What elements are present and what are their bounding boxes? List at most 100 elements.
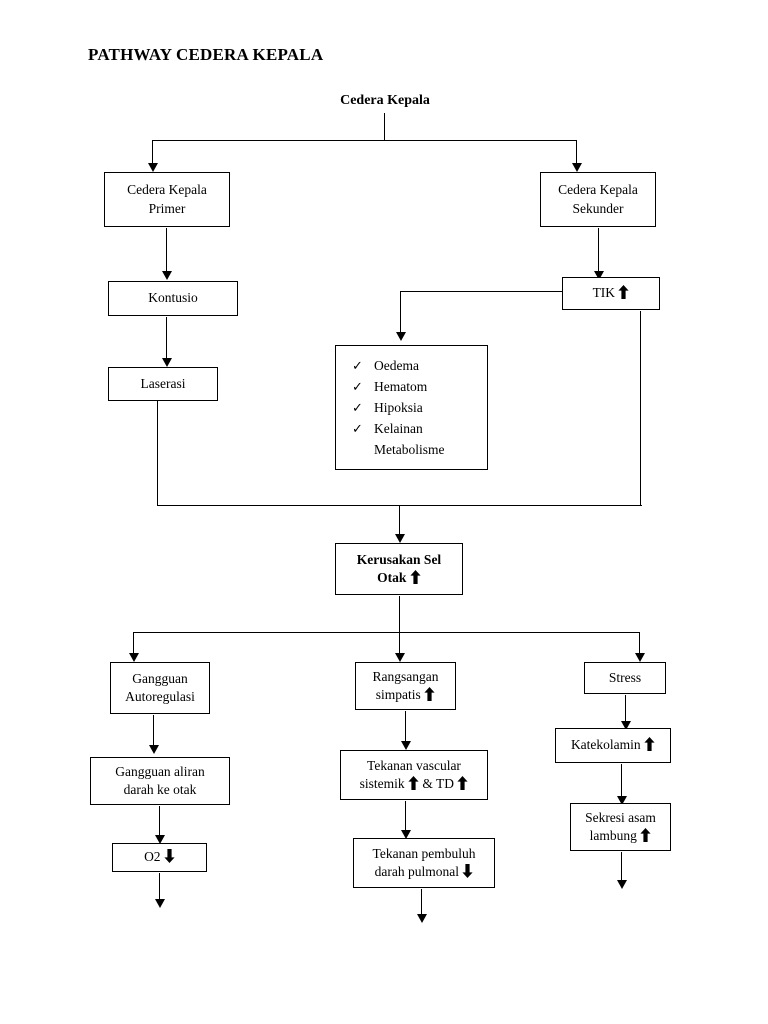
arrowhead-to-stress bbox=[634, 653, 645, 662]
node-tekanan-vascular-line2-a: sistemik bbox=[359, 776, 405, 791]
node-tekanan-pulmonal-line2: darah pulmonal bbox=[374, 864, 459, 879]
check-icon: ✓ bbox=[352, 378, 363, 394]
connector-stress-to-katekolamin bbox=[625, 695, 626, 722]
check-icon: ✓ bbox=[352, 420, 363, 436]
up-arrow-icon bbox=[421, 687, 435, 702]
connector-split-left bbox=[133, 632, 134, 654]
checklist-item-continuation: Metabolisme bbox=[352, 440, 479, 461]
up-arrow-icon bbox=[405, 776, 419, 791]
connector-autoregulasi-to-aliran bbox=[153, 715, 154, 746]
checklist-item: ✓ Hematom bbox=[352, 377, 479, 398]
connector-root-right bbox=[576, 140, 577, 164]
connector-merge-down bbox=[399, 505, 400, 535]
connector-kerusakan-stem bbox=[399, 596, 400, 632]
connector-primer-kontusio bbox=[166, 228, 167, 272]
checklist-item: ✓ Oedema bbox=[352, 356, 479, 377]
up-arrow-icon bbox=[454, 776, 468, 791]
page-title: PATHWAY CEDERA KEPALA bbox=[88, 45, 324, 64]
checklist-item: ✓ Kelainan bbox=[352, 419, 479, 440]
up-arrow-icon bbox=[637, 828, 651, 843]
node-stress[interactable]: Stress bbox=[584, 662, 666, 694]
arrowhead-to-kerusakan-sel-otak bbox=[394, 534, 405, 543]
arrowhead-o2-dangling bbox=[154, 899, 165, 908]
node-gangguan-autoregulasi-line1: Gangguan bbox=[132, 670, 188, 686]
up-arrow-icon bbox=[615, 284, 630, 302]
node-kerusakan-sel-otak-line1: Kerusakan Sel bbox=[356, 551, 442, 567]
connector-tik-to-checklist-v bbox=[400, 291, 401, 333]
root-node-label: Cedera Kepala bbox=[340, 93, 430, 108]
arrowhead-to-rangsangan-simpatis bbox=[394, 653, 405, 662]
connector-katekolamin-to-sekresi bbox=[621, 764, 622, 797]
up-arrow-icon bbox=[641, 736, 655, 754]
node-gangguan-autoregulasi-line2: Autoregulasi bbox=[125, 689, 195, 704]
connector-o2-dangling bbox=[159, 873, 160, 900]
arrowhead-to-katekolamin bbox=[620, 721, 631, 730]
checklist-item-continuation-label: Metabolisme bbox=[374, 441, 445, 457]
node-stress-label: Stress bbox=[608, 669, 642, 685]
node-tekanan-vascular-line1: Tekanan vascular bbox=[367, 757, 461, 773]
node-sekresi-line1: Sekresi asam bbox=[585, 809, 656, 825]
connector-sekresi-dangling bbox=[621, 852, 622, 881]
node-katekolamin[interactable]: Katekolamin bbox=[555, 728, 671, 763]
arrowhead-pulmonal-dangling bbox=[416, 914, 427, 923]
node-tekanan-pembuluh-darah-pulmonal[interactable]: Tekanan pembuluh darah pulmonal bbox=[353, 838, 495, 888]
connector-tik-right-down bbox=[640, 311, 641, 505]
node-laserasi[interactable]: Laserasi bbox=[108, 367, 218, 401]
connector-split-right bbox=[639, 632, 640, 654]
node-tekanan-vascular-sistemik[interactable]: Tekanan vascular sistemik & TD bbox=[340, 750, 488, 800]
connector-aliran-to-o2 bbox=[159, 806, 160, 836]
checklist-box[interactable]: ✓ Oedema ✓ Hematom ✓ Hipoksia ✓ Kelainan… bbox=[335, 345, 488, 470]
connector-kontusio-laserasi bbox=[166, 317, 167, 359]
down-arrow-icon bbox=[459, 864, 473, 879]
arrowhead-to-gangguan-autoregulasi bbox=[128, 653, 139, 662]
node-kerusakan-sel-otak[interactable]: Kerusakan Sel Otak bbox=[335, 543, 463, 595]
node-cedera-kepala-sekunder-line1: Cedera Kepala bbox=[558, 182, 638, 198]
arrowhead-to-checklist bbox=[395, 332, 406, 341]
node-tekanan-pulmonal-line1: Tekanan pembuluh bbox=[372, 845, 476, 861]
node-kontusio[interactable]: Kontusio bbox=[108, 281, 238, 316]
node-cedera-kepala-primer[interactable]: Cedera Kepala Primer bbox=[104, 172, 230, 227]
node-cedera-kepala-sekunder[interactable]: Cedera Kepala Sekunder bbox=[540, 172, 656, 227]
node-gangguan-autoregulasi[interactable]: Gangguan Autoregulasi bbox=[110, 662, 210, 714]
connector-laserasi-down bbox=[157, 401, 158, 505]
arrowhead-to-kontusio bbox=[161, 271, 172, 280]
arrowhead-to-o2 bbox=[154, 835, 165, 844]
connector-sekunder-tik bbox=[598, 228, 599, 272]
node-tekanan-vascular-line2-b: & TD bbox=[422, 776, 455, 791]
up-arrow-icon bbox=[406, 570, 421, 585]
connector-tik-to-checklist-h bbox=[400, 291, 562, 292]
checklist-item-label: Kelainan bbox=[374, 420, 423, 436]
arrowhead-to-tekanan-pulmonal bbox=[400, 830, 411, 839]
node-laserasi-label: Laserasi bbox=[140, 375, 186, 391]
node-sekresi-line2: lambung bbox=[589, 828, 637, 843]
node-gangguan-aliran-darah-line1: Gangguan aliran bbox=[115, 763, 205, 779]
connector-root-split bbox=[152, 140, 576, 141]
node-cedera-kepala-primer-line2: Primer bbox=[148, 200, 186, 216]
node-tik[interactable]: TIK bbox=[562, 277, 660, 310]
node-rangsangan-simpatis[interactable]: Rangsangan simpatis bbox=[355, 662, 456, 710]
connector-root-stem bbox=[384, 113, 385, 140]
node-sekresi-asam-lambung[interactable]: Sekresi asam lambung bbox=[570, 803, 671, 851]
node-rangsangan-simpatis-line1: Rangsangan bbox=[372, 668, 439, 684]
node-gangguan-aliran-darah[interactable]: Gangguan aliran darah ke otak bbox=[90, 757, 230, 805]
node-cedera-kepala-sekunder-line2: Sekunder bbox=[572, 200, 624, 216]
node-kontusio-label: Kontusio bbox=[148, 290, 198, 306]
down-arrow-icon bbox=[161, 848, 175, 866]
arrowhead-to-sekresi bbox=[616, 796, 627, 805]
connector-vascular-to-pulmonal bbox=[405, 801, 406, 831]
connector-root-left bbox=[152, 140, 153, 164]
connector-three-way-split bbox=[133, 632, 639, 633]
node-o2[interactable]: O2 bbox=[112, 843, 207, 872]
node-rangsangan-simpatis-line2: simpatis bbox=[375, 687, 421, 702]
checklist-item-label: Oedema bbox=[374, 358, 419, 373]
connector-pulmonal-dangling bbox=[421, 889, 422, 915]
checklist-item-label: Hipoksia bbox=[374, 399, 423, 415]
node-cedera-kepala-primer-line1: Cedera Kepala bbox=[127, 182, 207, 198]
node-katekolamin-label: Katekolamin bbox=[570, 737, 641, 753]
checklist-item: ✓ Hipoksia bbox=[352, 398, 479, 419]
arrowhead-to-laserasi bbox=[161, 358, 172, 367]
arrowhead-to-tik bbox=[593, 271, 604, 280]
arrowhead-to-sekunder bbox=[571, 163, 582, 172]
node-o2-label: O2 bbox=[144, 849, 161, 865]
